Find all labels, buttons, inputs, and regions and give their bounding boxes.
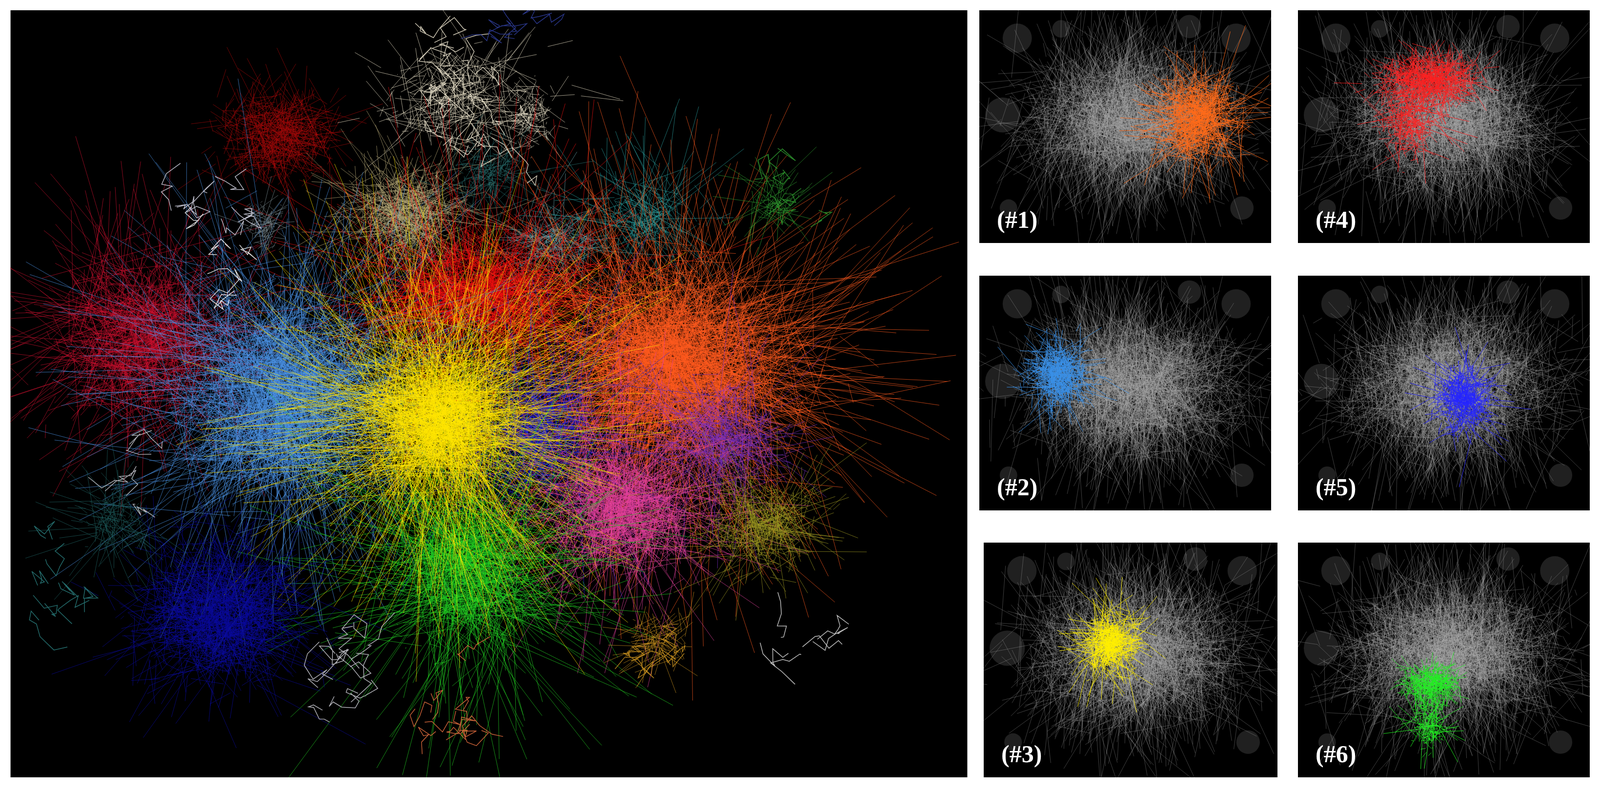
faint-cluster — [985, 364, 1021, 400]
faint-cluster — [1539, 23, 1570, 53]
panel-number: (#6) — [1315, 740, 1357, 768]
faint-cluster — [1303, 97, 1339, 133]
faint-cluster — [1539, 289, 1570, 319]
faint-cluster — [1496, 14, 1520, 39]
faint-cluster — [1230, 196, 1254, 221]
sparse-branch — [760, 592, 850, 685]
edge-cluster — [177, 47, 383, 228]
faint-cluster — [1321, 556, 1351, 586]
faint-cluster — [1183, 547, 1207, 571]
gray-network — [1297, 10, 1590, 244]
highlighted-community — [1057, 576, 1166, 712]
highlighted-community — [1383, 671, 1465, 770]
faint-cluster — [1548, 463, 1573, 487]
sparse-branch — [88, 429, 163, 518]
edge-cluster — [628, 428, 868, 621]
network-panel: (#2) — [979, 275, 1272, 511]
faint-cluster — [1371, 285, 1389, 304]
edge-cluster — [214, 176, 298, 263]
edge-cluster — [51, 476, 386, 749]
sparse-branch — [614, 626, 685, 679]
faint-cluster — [1539, 556, 1570, 586]
faint-cluster — [1057, 552, 1075, 570]
network-panel: (#1) — [979, 10, 1272, 244]
network-graph — [10, 10, 968, 778]
sparse-branch — [754, 148, 832, 227]
panel-number: (#5) — [1315, 473, 1357, 501]
sparse-branch — [415, 16, 499, 119]
highlighted-community — [1346, 39, 1478, 184]
edge-cluster — [337, 10, 624, 167]
faint-cluster — [1230, 463, 1254, 487]
highlighted-community — [1404, 326, 1532, 487]
sparse-branch — [29, 521, 98, 651]
faint-cluster — [1177, 14, 1202, 39]
faint-cluster — [1002, 289, 1033, 319]
network-panel: (#6) — [1297, 542, 1590, 778]
gray-network — [979, 10, 1272, 244]
faint-cluster — [1221, 289, 1251, 319]
edge-cluster — [500, 76, 575, 160]
gray-network — [1297, 542, 1590, 778]
network-panel: (#3) — [983, 542, 1278, 778]
sparse-branch — [303, 612, 395, 723]
faint-cluster — [1052, 285, 1071, 304]
edge-cluster — [602, 580, 700, 693]
faint-cluster — [1548, 196, 1573, 221]
sparse-branch — [409, 636, 504, 754]
faint-cluster — [1321, 289, 1351, 319]
network-panel: (#5) — [1297, 275, 1590, 511]
highlighted-community — [997, 318, 1130, 435]
sparse-branch — [184, 206, 257, 309]
network-panel: (#4) — [1297, 10, 1590, 244]
panel-number: (#1) — [996, 206, 1038, 234]
edge-cluster — [712, 146, 833, 257]
panel-number: (#3) — [1001, 740, 1042, 768]
faint-cluster — [1236, 730, 1260, 754]
edge-cluster — [25, 431, 192, 602]
graph-clusters — [10, 10, 959, 778]
panel-number: (#4) — [1315, 206, 1357, 234]
gray-network — [1297, 275, 1590, 511]
sparse-branch — [424, 94, 544, 186]
sparse-branch — [161, 163, 262, 236]
highlighted-community — [1119, 25, 1272, 203]
panel-number: (#2) — [996, 473, 1038, 501]
gray-network — [983, 542, 1278, 778]
faint-cluster — [985, 97, 1021, 133]
gray-network — [979, 275, 1272, 511]
faint-cluster — [1548, 730, 1573, 754]
sparse-branch — [460, 10, 565, 43]
faint-cluster — [1371, 552, 1389, 571]
edge-cluster — [237, 299, 703, 778]
